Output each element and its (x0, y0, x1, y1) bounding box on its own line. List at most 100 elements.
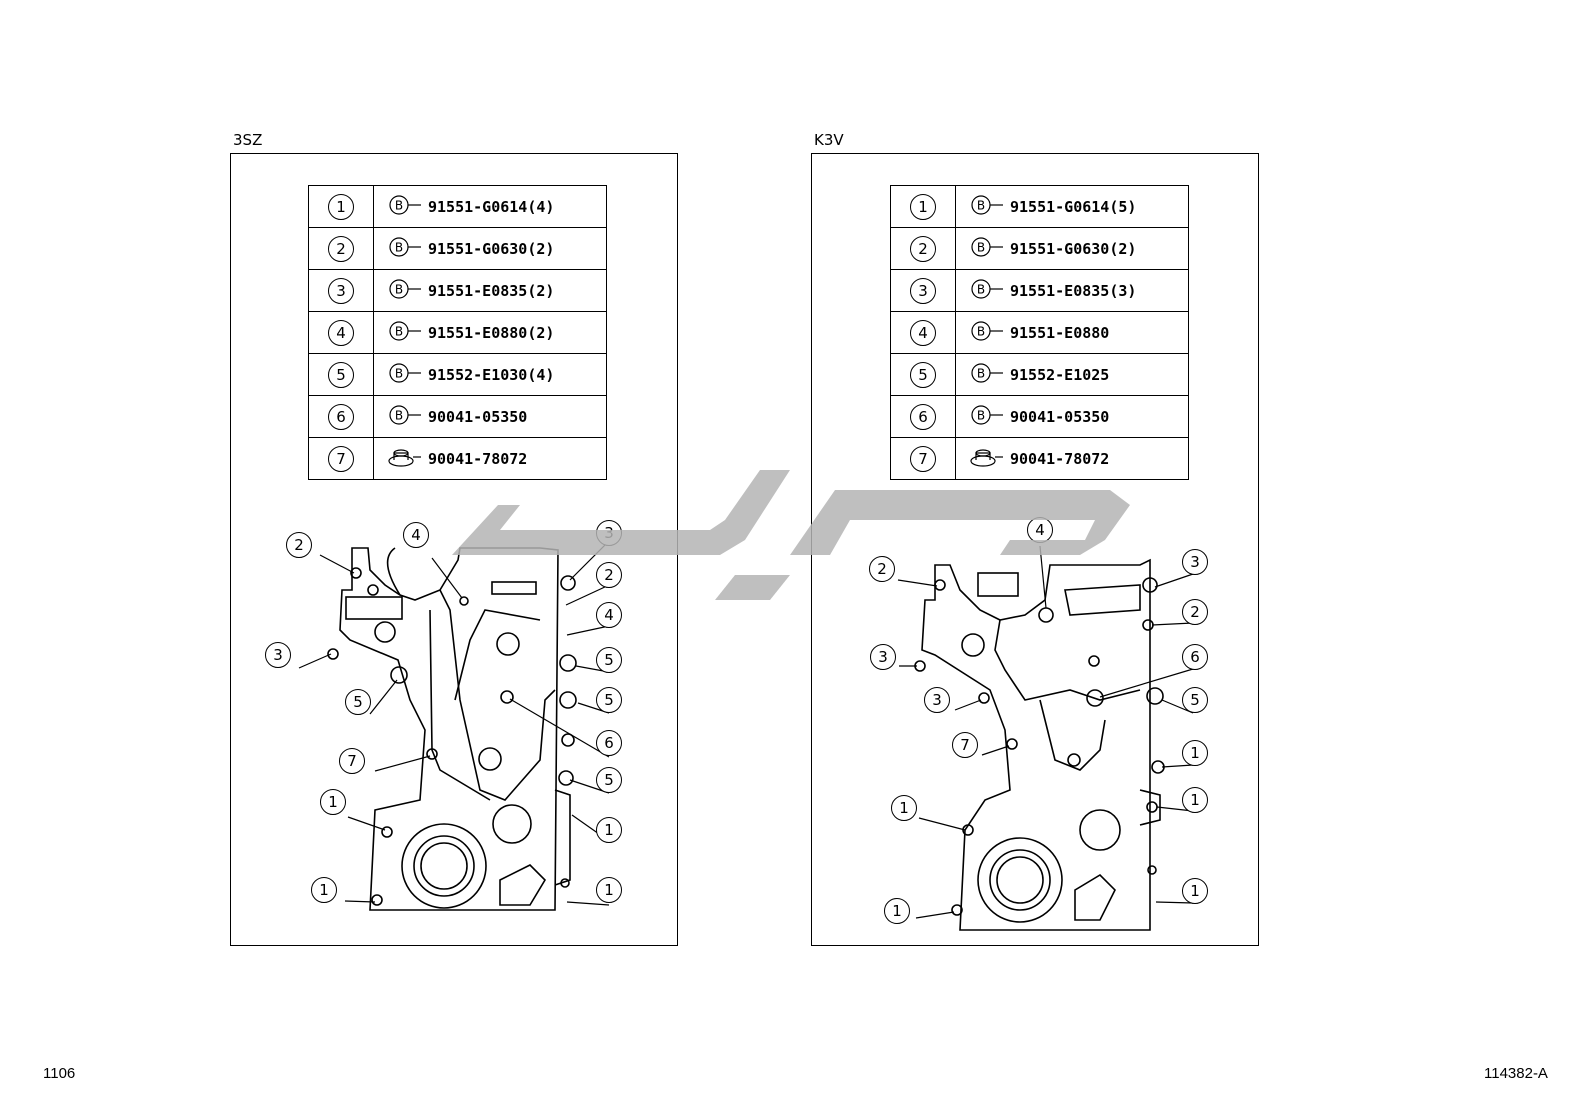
item-number: 2 (328, 235, 354, 262)
callout-marker: 3 (924, 687, 950, 713)
callout-marker: 5 (345, 689, 371, 715)
item-number: 5 (910, 361, 936, 388)
part-number: 91552-E1030(4) (428, 365, 555, 384)
item-number: 7 (910, 445, 936, 472)
callout-marker: 3 (870, 644, 896, 670)
bolt-icon: B (970, 278, 1004, 304)
part-number-cell: B 91551-E0835(2) (373, 269, 607, 312)
callout-marker: 1 (884, 898, 910, 924)
svg-text:B: B (977, 240, 985, 254)
callout-marker: 1 (596, 817, 622, 843)
parts-row: 6 B 90041-05350 (890, 395, 1189, 438)
parts-row: 3 B 91551-E0835(2) (308, 269, 607, 312)
parts-row: 2 B 91551-G0630(2) (308, 227, 607, 270)
panel-title-k3v: K3V (814, 131, 844, 149)
part-number: 90041-78072 (428, 449, 528, 468)
nut-icon (388, 446, 422, 472)
part-number: 90041-05350 (1010, 407, 1110, 426)
callout-marker: 1 (1182, 740, 1208, 766)
callout-marker: 2 (596, 562, 622, 588)
item-number-cell: 7 (308, 437, 374, 480)
part-number: 91551-E0880 (1010, 323, 1110, 342)
callout-marker: 3 (1182, 549, 1208, 575)
part-number-cell: B 90041-05350 (373, 395, 607, 438)
part-number-cell: B 91551-E0880(2) (373, 311, 607, 354)
part-number: 91551-E0835(3) (1010, 281, 1137, 300)
item-number: 3 (328, 277, 354, 304)
part-number: 90041-05350 (428, 407, 528, 426)
callout-marker: 1 (891, 795, 917, 821)
callout-marker: 4 (403, 522, 429, 548)
callout-marker: 3 (265, 642, 291, 668)
item-number: 6 (328, 403, 354, 430)
page-number: 1106 (43, 1065, 76, 1082)
item-number-cell: 7 (890, 437, 956, 480)
part-number-cell: B 90041-05350 (955, 395, 1189, 438)
nut-icon (970, 446, 1004, 472)
item-number: 5 (328, 361, 354, 388)
svg-text:B: B (977, 408, 985, 422)
svg-text:B: B (395, 282, 403, 296)
bolt-icon: B (970, 320, 1004, 346)
item-number: 6 (910, 403, 936, 430)
parts-row: 4 B 91551-E0880 (890, 311, 1189, 354)
part-number: 91551-E0880(2) (428, 323, 555, 342)
part-number: 91552-E1025 (1010, 365, 1110, 384)
svg-text:B: B (977, 282, 985, 296)
part-number-cell: B 91551-E0835(3) (955, 269, 1189, 312)
svg-text:B: B (977, 198, 985, 212)
callout-marker: 2 (1182, 599, 1208, 625)
bolt-icon: B (970, 404, 1004, 430)
bolt-icon: B (970, 362, 1004, 388)
svg-text:B: B (395, 408, 403, 422)
callout-marker: 1 (1182, 787, 1208, 813)
callout-marker: 1 (596, 877, 622, 903)
svg-text:B: B (395, 198, 403, 212)
parts-row: 6 B 90041-05350 (308, 395, 607, 438)
bolt-icon: B (388, 278, 422, 304)
item-number-cell: 1 (308, 185, 374, 228)
part-number: 91551-G0630(2) (428, 239, 555, 258)
bolt-icon: B (970, 236, 1004, 262)
callout-marker: 2 (286, 532, 312, 558)
part-number: 90041-78072 (1010, 449, 1110, 468)
callout-marker: 7 (952, 732, 978, 758)
item-number: 1 (910, 193, 936, 220)
part-number: 91551-E0835(2) (428, 281, 555, 300)
item-number: 1 (328, 193, 354, 220)
item-number: 4 (910, 319, 936, 346)
callout-marker: 5 (596, 647, 622, 673)
panel-title-3sz: 3SZ (233, 131, 263, 149)
part-number: 91551-G0614(5) (1010, 197, 1137, 216)
svg-text:B: B (395, 324, 403, 338)
svg-text:B: B (977, 324, 985, 338)
callout-marker: 5 (1182, 687, 1208, 713)
part-number-cell: B 91551-G0630(2) (373, 227, 607, 270)
parts-row: 5 B 91552-E1025 (890, 353, 1189, 396)
item-number: 7 (328, 445, 354, 472)
part-number-cell: B 91551-E0880 (955, 311, 1189, 354)
callout-marker: 4 (596, 602, 622, 628)
callout-marker: 1 (320, 789, 346, 815)
parts-row: 7 90041-78072 (308, 437, 607, 480)
timing-cover-3sz (327, 547, 577, 911)
item-number: 2 (910, 235, 936, 262)
bolt-icon: B (388, 236, 422, 262)
svg-text:B: B (395, 240, 403, 254)
callout-marker: 1 (311, 877, 337, 903)
timing-cover-k3v (914, 558, 1165, 931)
part-number-cell: B 91551-G0614(5) (955, 185, 1189, 228)
svg-text:B: B (977, 366, 985, 380)
bolt-icon: B (970, 194, 1004, 220)
part-number-cell: B 91552-E1025 (955, 353, 1189, 396)
part-number: 91551-G0614(4) (428, 197, 555, 216)
callout-marker: 7 (339, 748, 365, 774)
